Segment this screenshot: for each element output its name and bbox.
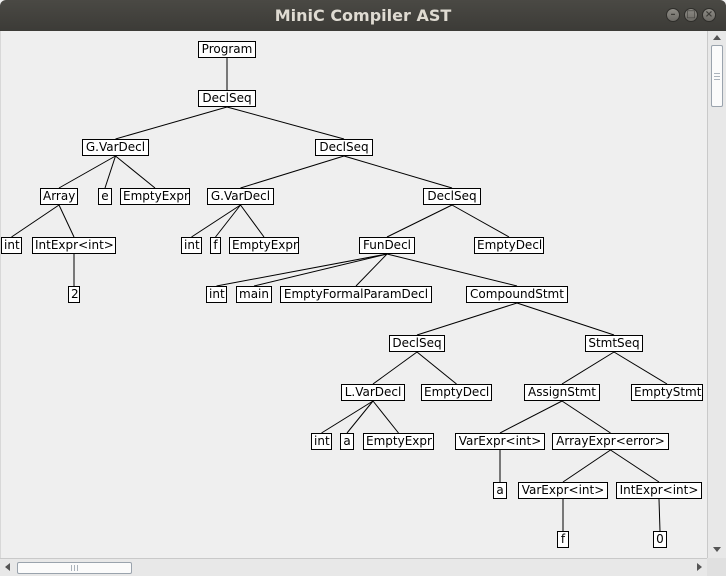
ast-edge: [321, 400, 374, 434]
ast-edge: [215, 204, 241, 238]
maximize-button[interactable]: □: [684, 8, 698, 22]
ast-edge: [499, 400, 563, 434]
ast-node-f2: f: [557, 531, 569, 548]
maximize-icon: □: [686, 9, 696, 20]
ast-edge: [253, 253, 388, 287]
ast-node-gvardecl1: G.VarDecl: [82, 139, 149, 156]
ast-node-emptydecl1: EmptyDecl: [474, 237, 544, 254]
ast-edge: [240, 204, 265, 238]
ast-edge: [372, 400, 399, 434]
ast-node-f1: f: [210, 237, 221, 254]
ast-edge: [516, 302, 615, 336]
ast-edge: [451, 204, 510, 238]
ast-node-arrayexpr: ArrayExpr<error>: [552, 433, 669, 450]
ast-node-a1: a: [340, 433, 354, 450]
ast-edge: [562, 449, 611, 483]
ast-edge: [372, 351, 418, 385]
ast-edge: [610, 449, 660, 483]
ast-node-main: main: [236, 286, 272, 303]
ast-node-emptystmt: EmptyStmt: [631, 384, 703, 401]
scroll-corner: [707, 558, 726, 576]
ast-node-emptyexpr3: EmptyExpr: [363, 433, 434, 450]
scroll-down-icon[interactable]: [713, 547, 721, 552]
ast-node-compound: CompoundStmt: [466, 286, 568, 303]
ast-edge: [343, 155, 453, 189]
ast-edge: [613, 351, 668, 385]
ast-node-declseq4: DeclSeq: [389, 335, 445, 352]
ast-node-emptyexpr1: EmptyExpr: [120, 188, 190, 205]
ast-node-intexpr2: IntExpr<int>: [616, 482, 702, 499]
close-icon: ×: [704, 9, 714, 20]
ast-node-declseq1: DeclSeq: [198, 90, 256, 107]
minimize-button[interactable]: –: [666, 8, 680, 22]
horizontal-scroll-thumb[interactable]: [17, 562, 132, 574]
scroll-left-icon[interactable]: [5, 563, 10, 571]
ast-node-varexpr2: VarExpr<int>: [518, 482, 608, 499]
title-bar[interactable]: MiniC Compiler AST – □ ×: [0, 0, 726, 31]
ast-node-a2: a: [493, 482, 507, 499]
ast-node-varexpr1: VarExpr<int>: [455, 433, 545, 450]
ast-node-gvardecl2: G.VarDecl: [207, 188, 274, 205]
window-title: MiniC Compiler AST: [274, 6, 452, 25]
ast-node-intexpr1: IntExpr<int>: [32, 237, 116, 254]
ast-node-emptydecl2: EmptyDecl: [421, 384, 492, 401]
ast-node-lvardecl: L.VarDecl: [341, 384, 405, 401]
ast-node-int4: int: [311, 433, 332, 450]
scroll-right-icon[interactable]: [697, 563, 702, 571]
ast-node-declseq2: DeclSeq: [315, 139, 373, 156]
ast-edge: [11, 204, 60, 238]
ast-edges: [11, 58, 668, 532]
ast-edge: [658, 498, 661, 532]
horizontal-scrollbar[interactable]: [0, 558, 707, 576]
ast-edge: [561, 351, 615, 385]
ast-edge: [191, 204, 241, 238]
close-button[interactable]: ×: [702, 8, 716, 22]
ast-edge: [355, 253, 388, 287]
ast-edge: [104, 155, 116, 189]
vertical-scrollbar[interactable]: [707, 31, 726, 558]
ast-node-int3: int: [206, 286, 227, 303]
ast-node-zero: 0: [653, 531, 667, 548]
ast-edge: [240, 155, 345, 189]
ast-node-e: e: [98, 188, 112, 205]
scroll-up-icon[interactable]: [713, 35, 721, 40]
ast-edge: [346, 400, 374, 434]
minimize-icon: –: [670, 9, 676, 20]
ast-node-assign: AssignStmt: [524, 384, 600, 401]
ast-edge: [416, 302, 518, 336]
ast-edge: [416, 351, 457, 385]
ast-edge: [216, 253, 388, 287]
ast-node-stmtseq: StmtSeq: [585, 335, 643, 352]
ast-edge: [561, 400, 611, 434]
ast-edge: [115, 155, 156, 189]
ast-node-emptyexpr2: EmptyExpr: [229, 237, 299, 254]
ast-node-fundecl: FunDecl: [359, 237, 415, 254]
ast-edge: [58, 155, 116, 189]
ast-edge: [386, 253, 518, 287]
ast-node-int2: int: [181, 237, 202, 254]
ast-node-array: Array: [40, 188, 78, 205]
ast-node-emptyformal: EmptyFormalParamDecl: [280, 286, 432, 303]
ast-node-declseq3: DeclSeq: [423, 188, 481, 205]
ast-node-int1: int: [1, 237, 22, 254]
ast-node-two: 2: [68, 286, 80, 303]
vertical-scroll-thumb[interactable]: [711, 45, 723, 107]
ast-edge: [386, 204, 453, 238]
ast-node-program: Program: [198, 41, 256, 58]
ast-edge: [58, 204, 75, 238]
ast-edge: [226, 106, 345, 140]
ast-edge: [115, 106, 228, 140]
